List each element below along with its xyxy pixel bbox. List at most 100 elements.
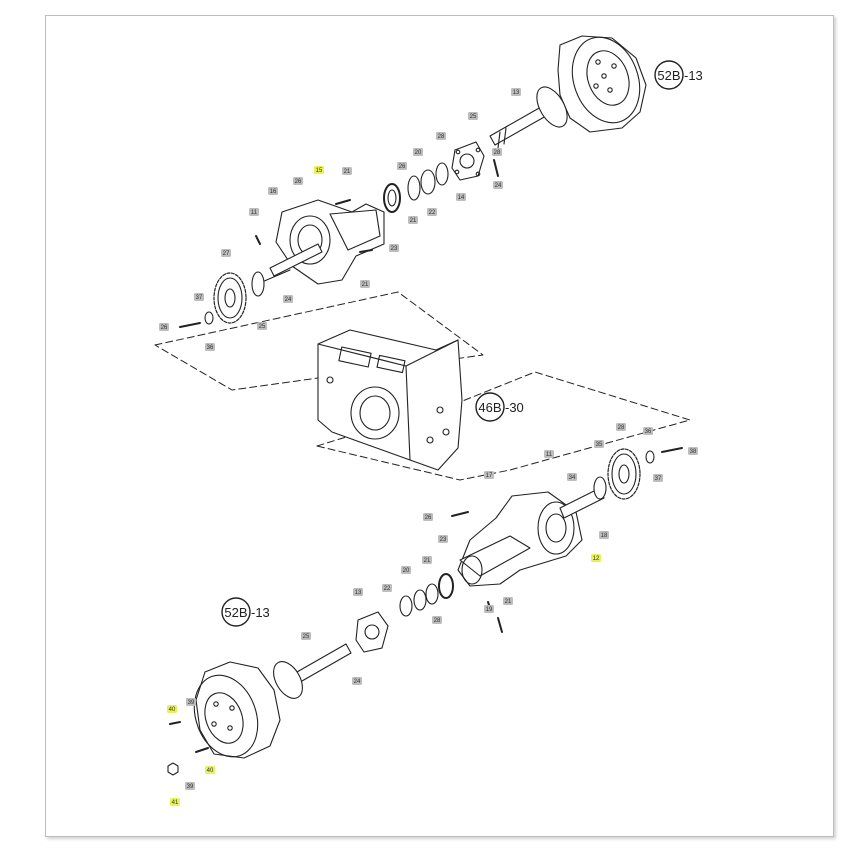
callout-lower-37-4[interactable]: 37: [653, 474, 663, 482]
callout-upper-37-6[interactable]: 37: [194, 293, 204, 301]
callout-upper-25-9[interactable]: 25: [257, 322, 267, 330]
ref-suffix-top: -13: [684, 68, 703, 83]
callout-upper-27-5[interactable]: 27: [221, 249, 231, 257]
lower-axle-assembly: [167, 447, 683, 776]
ref-code-top: 52B: [657, 68, 680, 83]
callout-lower-25-19[interactable]: 25: [301, 632, 311, 640]
callout-upper-14-21[interactable]: 14: [456, 193, 466, 201]
callout-lower-26-8[interactable]: 26: [423, 513, 433, 521]
callout-upper-28-16[interactable]: 28: [436, 132, 446, 140]
callout-lower-41-25[interactable]: 41: [170, 798, 180, 806]
callout-lower-34-6[interactable]: 34: [567, 473, 577, 481]
upper-axle-assembly: [179, 35, 647, 328]
callout-number: 25: [303, 634, 310, 640]
callout-lower-28-17[interactable]: 28: [432, 616, 442, 624]
callout-number: 21: [410, 218, 417, 224]
callout-number: 11: [251, 210, 258, 216]
callout-upper-24-22[interactable]: 24: [493, 181, 503, 189]
callout-lower-22-14[interactable]: 22: [382, 584, 392, 592]
callout-number: 11: [546, 452, 553, 458]
callout-number: 40: [207, 768, 214, 774]
callout-number: 25: [470, 114, 477, 120]
callout-lower-21-16[interactable]: 21: [503, 597, 513, 605]
callout-upper-23-12[interactable]: 23: [389, 244, 399, 252]
callout-number: 26: [425, 515, 432, 521]
callout-lower-12-9[interactable]: 12: [591, 554, 601, 562]
upper-flange: [451, 141, 485, 181]
callout-upper-13-19[interactable]: 13: [511, 88, 521, 96]
callout-lower-21-12[interactable]: 21: [422, 556, 432, 564]
callout-upper-26-17[interactable]: 26: [397, 162, 407, 170]
callout-upper-26-2[interactable]: 26: [293, 177, 303, 185]
ref-suffix-middle: -30: [505, 400, 524, 415]
upper-axle-shaft: [489, 86, 568, 149]
callout-number: 24: [354, 679, 361, 685]
callout-lower-40-24[interactable]: 40: [205, 766, 215, 774]
callout-upper-11-4[interactable]: 11: [249, 208, 259, 216]
callout-upper-21-13[interactable]: 21: [408, 216, 418, 224]
callout-number: 21: [362, 282, 369, 288]
callout-number: 20: [403, 568, 410, 574]
callout-number: 16: [270, 189, 277, 195]
callout-number: 37: [196, 295, 203, 301]
ref-marker-bottom[interactable]: 52B -13: [221, 597, 270, 627]
callout-upper-20-15[interactable]: 20: [413, 148, 423, 156]
callout-upper-25-18[interactable]: 25: [468, 112, 478, 120]
callout-lower-39-23[interactable]: 39: [185, 782, 195, 790]
callout-lower-39-22[interactable]: 39: [186, 698, 196, 706]
callouts-upper: 15 21 26 16 11 27 37 26 36 25 24 21 23 21 22 20 28 26 25 13…: [159, 88, 521, 351]
callout-upper-21-11[interactable]: 21: [360, 280, 370, 288]
ref-suffix-bottom: -13: [251, 605, 270, 620]
upper-housing: [261, 199, 385, 285]
callout-lower-28-1[interactable]: 28: [616, 423, 626, 431]
lower-housing: [457, 487, 605, 587]
callout-upper-28-20[interactable]: 28: [492, 148, 502, 156]
lower-drum: [193, 661, 281, 759]
callout-number: 17: [486, 473, 493, 479]
callout-upper-21-1[interactable]: 21: [342, 167, 352, 175]
ref-marker-middle[interactable]: 46B -30: [475, 392, 524, 422]
callout-upper-16-3[interactable]: 16: [268, 187, 278, 195]
callout-number: 38: [690, 449, 697, 455]
callout-lower-36-2[interactable]: 36: [643, 427, 653, 435]
callout-number: 26: [399, 164, 406, 170]
ref-marker-top[interactable]: 52B -13: [654, 60, 703, 90]
callout-lower-11-5[interactable]: 11: [544, 450, 554, 458]
callouts-lower: 35 28 36 38 37 11 34 17 26 12 18 23 21 20 22 19 21 28 13 25…: [167, 423, 698, 806]
callout-number: 12: [593, 556, 600, 562]
callout-upper-22-14[interactable]: 22: [427, 208, 437, 216]
ref-code-bottom: 52B: [224, 605, 247, 620]
callout-lower-19-15[interactable]: 19: [484, 605, 494, 613]
callout-lower-35-0[interactable]: 35: [594, 440, 604, 448]
callout-lower-24-20[interactable]: 24: [352, 677, 362, 685]
callout-lower-40-21[interactable]: 40: [167, 705, 177, 713]
callout-lower-18-10[interactable]: 18: [599, 531, 609, 539]
callout-number: 37: [655, 476, 662, 482]
callout-number: 26: [295, 179, 302, 185]
upper-drum: [557, 35, 647, 133]
callout-number: 39: [188, 700, 195, 706]
callout-number: 28: [618, 425, 625, 431]
transmission-case: [317, 329, 463, 471]
lower-gear: [607, 448, 641, 500]
upper-gear: [213, 272, 247, 324]
callout-number: 39: [187, 784, 194, 790]
callout-lower-13-18[interactable]: 13: [353, 588, 363, 596]
callout-lower-38-3[interactable]: 38: [688, 447, 698, 455]
callout-lower-20-13[interactable]: 20: [401, 566, 411, 574]
callout-upper-26-7[interactable]: 26: [159, 323, 169, 331]
callout-number: 36: [645, 429, 652, 435]
callout-lower-23-11[interactable]: 23: [438, 535, 448, 543]
callout-upper-24-10[interactable]: 24: [283, 295, 293, 303]
callout-upper-36-8[interactable]: 36: [205, 343, 215, 351]
callout-number: 18: [601, 533, 608, 539]
callout-lower-17-7[interactable]: 17: [484, 471, 494, 479]
ref-code-middle: 46B: [478, 400, 501, 415]
callout-number: 13: [513, 90, 520, 96]
callout-upper-15-0[interactable]: 15: [314, 166, 324, 174]
upper-bearings: [383, 162, 449, 213]
callout-number: 13: [355, 590, 362, 596]
lower-bearings: [399, 573, 454, 617]
callout-number: 24: [495, 183, 502, 189]
